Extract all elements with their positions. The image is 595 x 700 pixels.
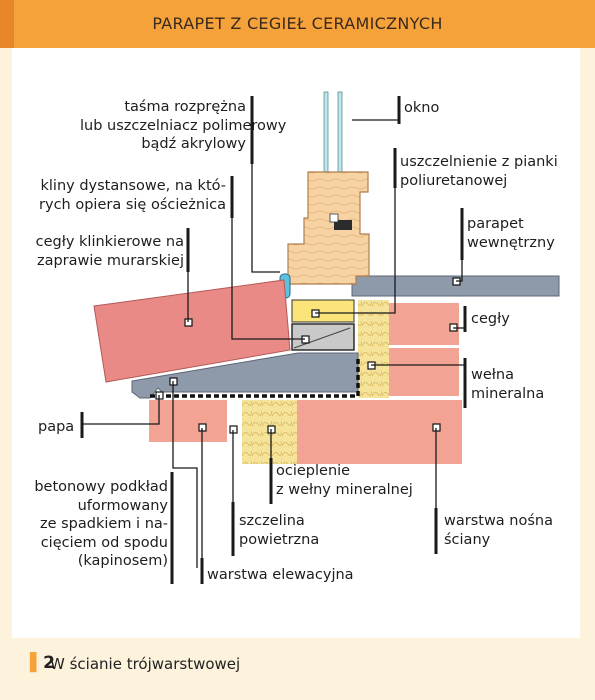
frame-bracket bbox=[329, 213, 339, 223]
label-nosna-line2: ściany bbox=[444, 531, 491, 548]
label-pianka-line1: uszczelnienie z pianki bbox=[400, 154, 558, 170]
label-ocieplenie-line2: z wełny mineralnej bbox=[276, 481, 413, 498]
window-glass-2 bbox=[337, 91, 343, 175]
pu-foam bbox=[291, 299, 355, 323]
label-podklad-line1: betonowy podkład bbox=[34, 479, 168, 495]
frame-spacer bbox=[334, 220, 352, 230]
caption-text: W ścianie trójwarstwowej bbox=[50, 655, 241, 673]
mineral-wool-core bbox=[358, 300, 389, 398]
label-kliny-line1: kliny dystansowe, na któ- bbox=[40, 178, 227, 194]
label-elewacyjna: warstwa elewacyjna bbox=[207, 567, 354, 583]
label-papa: papa bbox=[38, 419, 75, 435]
label-klinkier-line1: cegły klinkierowe na bbox=[35, 234, 184, 250]
label-kliny: kliny dystansowe, na któ- rych opiera si… bbox=[14, 177, 226, 214]
label-ocieplenie-line1: ocieplenie bbox=[276, 463, 351, 479]
label-okno: okno bbox=[404, 100, 440, 116]
label-parapet-line2: wewnętrzny bbox=[467, 234, 555, 251]
label-klinkier: cegły klinkierowe na zaprawie murarskiej bbox=[20, 233, 184, 270]
diagram-panel bbox=[12, 48, 580, 638]
label-parapet-wewn: parapet wewnętrzny bbox=[467, 215, 555, 252]
label-ticks bbox=[80, 96, 467, 584]
label-cegly: cegły bbox=[471, 311, 510, 327]
label-tasma-line2: lub uszczelniacz polimerowy bbox=[80, 117, 287, 134]
label-szczelina-line1: szczelina bbox=[239, 513, 305, 529]
spacer-wedge bbox=[291, 323, 355, 351]
clinker-sill bbox=[93, 279, 291, 383]
label-ocieplenie: ocieplenie z wełny mineralnej bbox=[276, 462, 413, 499]
label-tasma-line1: taśma rozprężna bbox=[124, 99, 246, 115]
label-podklad-line4: cięciem od spodu bbox=[40, 534, 168, 551]
label-podklad-line5: (kapinosem) bbox=[77, 553, 168, 569]
header-accent bbox=[0, 0, 14, 48]
label-szczelina: szczelina powietrzna bbox=[239, 512, 319, 549]
label-pianka-line2: poliuretanowej bbox=[400, 172, 508, 189]
cross-section-diagram bbox=[80, 91, 560, 584]
caption-number: ▌2 bbox=[30, 653, 55, 673]
label-podklad-line3: ze spadkiem i na- bbox=[39, 516, 168, 532]
roofing-felt bbox=[150, 356, 360, 398]
caption-number-text: 2 bbox=[43, 653, 55, 673]
label-szczelina-line2: powietrzna bbox=[239, 531, 320, 548]
label-tasma: taśma rozprężna lub uszczelniacz polimer… bbox=[80, 98, 287, 154]
inner-sill bbox=[351, 275, 560, 297]
concrete-base bbox=[131, 352, 359, 399]
structural-wall bbox=[297, 400, 462, 464]
header-bar bbox=[0, 0, 595, 48]
label-parapet-line1: parapet bbox=[467, 216, 524, 232]
label-klinkier-line2: zaprawie murarskiej bbox=[36, 252, 184, 269]
leader-lines bbox=[82, 100, 466, 576]
label-nosna-line1: warstwa nośna bbox=[444, 513, 553, 529]
window-glass bbox=[323, 91, 329, 175]
brick-upper-2 bbox=[389, 348, 459, 396]
label-welna: wełna mineralna bbox=[471, 366, 544, 403]
window-frame bbox=[287, 171, 370, 285]
label-kliny-line2: rych opiera się ościeżnica bbox=[39, 196, 226, 213]
page-title: PARAPET Z CEGIEŁ CERAMICZNYCH bbox=[152, 14, 443, 33]
label-welna-line2: mineralna bbox=[471, 385, 545, 402]
facade-brick bbox=[149, 400, 227, 442]
label-podklad-line2: uformowany bbox=[77, 497, 168, 514]
label-podklad: betonowy podkład uformowany ze spadkiem … bbox=[14, 478, 168, 571]
brick-upper-1 bbox=[389, 303, 459, 345]
label-pianka: uszczelnienie z pianki poliuretanowej bbox=[400, 153, 558, 190]
air-gap bbox=[234, 400, 242, 464]
label-welna-line1: wełna bbox=[471, 367, 514, 383]
label-tasma-line3: bądź akrylowy bbox=[141, 136, 246, 152]
label-nosna: warstwa nośna ściany bbox=[444, 512, 553, 549]
